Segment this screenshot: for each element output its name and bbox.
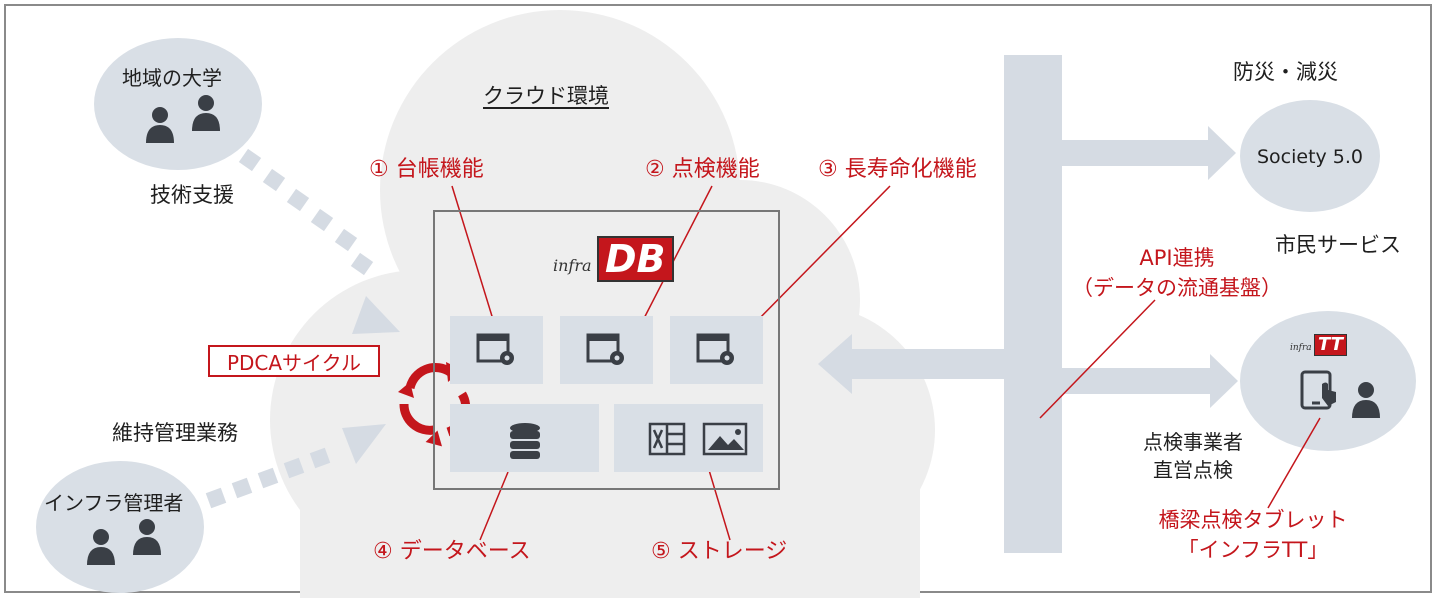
person-icon	[1352, 382, 1380, 418]
logo-tt-mark: TT	[1314, 334, 1347, 356]
function-ledger-label: ① 台帳機能	[369, 157, 484, 182]
function-longevity-label: ③ 長寿命化機能	[818, 157, 977, 182]
pdca-label: PDCAサイクル	[226, 350, 362, 375]
disaster-label: 防災・減災	[1233, 60, 1338, 84]
logo-prefix: infra	[553, 256, 592, 275]
function-database-label: ④ データベース	[373, 539, 531, 564]
society-node: Society 5.0	[1240, 100, 1380, 212]
maintenance-work-label: 維持管理業務	[112, 421, 238, 445]
infra-tt-logo: infra TT	[1290, 334, 1350, 360]
leader-lines	[451, 185, 1321, 541]
api-bus	[1004, 55, 1062, 553]
university-node	[94, 38, 262, 170]
inspector-label-line1: 点検事業者	[1143, 430, 1243, 454]
infra-manager-label: インフラ管理者	[44, 491, 184, 515]
infra-db-logo: infra DB	[553, 236, 674, 282]
api-label-line2: （データの流通基盤）	[1072, 276, 1282, 300]
infra-db-panel	[433, 210, 780, 490]
university-label: 地域の大学	[122, 66, 222, 90]
person-icon	[87, 519, 161, 565]
society-label: Society 5.0	[1256, 146, 1364, 168]
tablet-touch-icon	[1300, 370, 1336, 410]
tablet-label: 橋梁点検タブレット 「インフラTT」	[1138, 505, 1368, 565]
function-storage-label: ⑤ ストレージ	[651, 539, 788, 564]
logo-mark: DB	[597, 236, 674, 282]
tech-support-label: 技術支援	[150, 183, 234, 207]
ledger-tile	[450, 316, 543, 384]
tablet-label-line2: 「インフラTT」	[1177, 538, 1329, 562]
arrow-to-panel	[818, 334, 1004, 394]
pdca-badge: PDCAサイクル	[208, 345, 380, 377]
longevity-tile	[670, 316, 763, 384]
cloud-env-title: クラウド環境	[483, 84, 609, 108]
arrow-to-society	[1062, 126, 1236, 180]
api-label: API連携 （データの流通基盤）	[1062, 243, 1292, 303]
inspection-tile	[560, 316, 653, 384]
inspector-label: 点検事業者 直営点検	[1128, 428, 1258, 484]
arrow-to-tablet	[1062, 354, 1238, 408]
storage-tile	[614, 404, 763, 472]
infra-manager-node	[36, 461, 204, 593]
inspector-label-line2: 直営点検	[1153, 458, 1233, 482]
api-label-line1: API連携	[1139, 246, 1215, 270]
tablet-label-line1: 橋梁点検タブレット	[1158, 508, 1348, 532]
logo-tt-prefix: infra	[1290, 343, 1312, 353]
dotted-arrow-upper	[238, 148, 400, 334]
tablet-node	[1240, 311, 1416, 451]
function-inspection-label: ② 点検機能	[645, 157, 760, 182]
person-icon	[146, 95, 220, 143]
database-tile	[450, 404, 599, 472]
citizen-service-label: 市民サービス	[1275, 233, 1401, 257]
dotted-arrow-lower	[205, 424, 386, 509]
